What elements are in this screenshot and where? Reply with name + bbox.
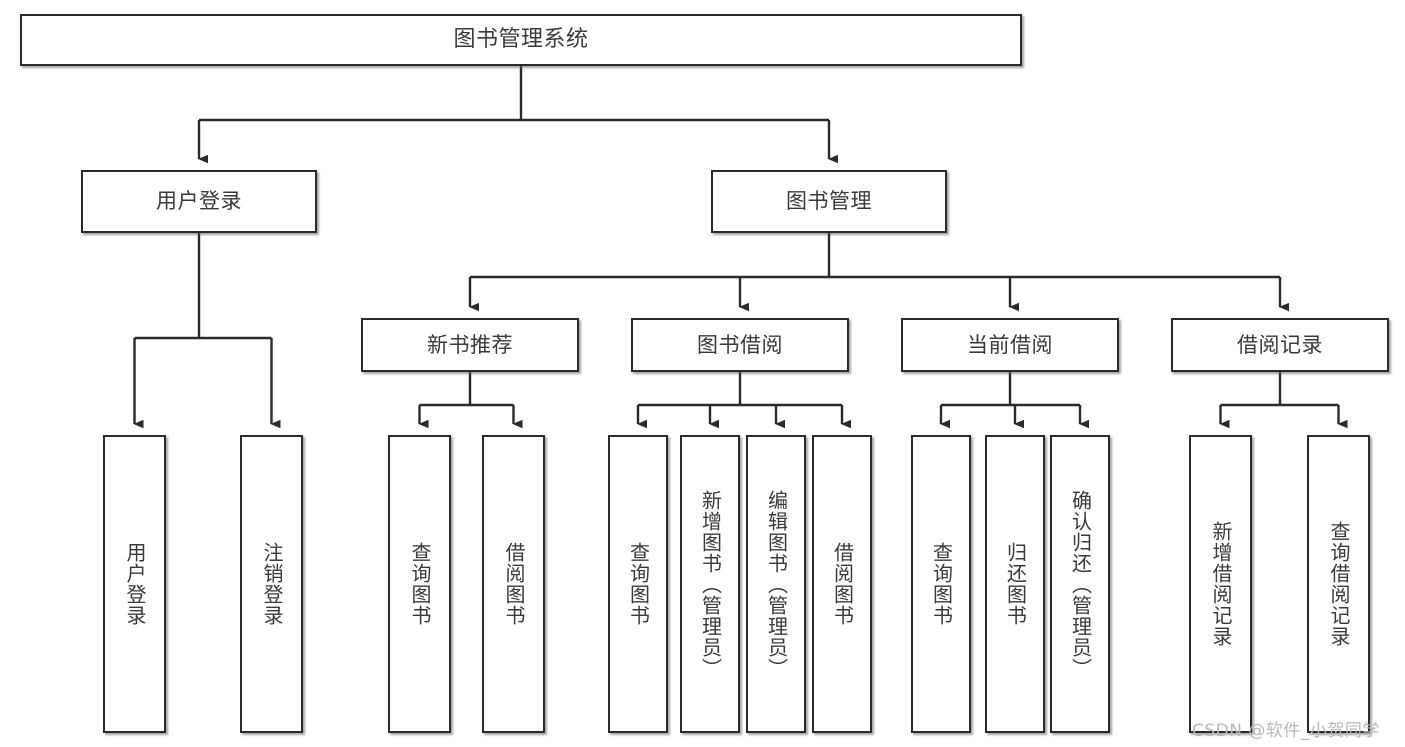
- node-label: 用户登录: [123, 542, 147, 626]
- node-label: 新增借阅记录: [1209, 521, 1233, 647]
- node-leaf-query-book-3[interactable]: 查询图书: [911, 435, 971, 733]
- node-current-borrow[interactable]: 当前借阅: [901, 318, 1119, 372]
- node-label: 借阅图书: [502, 542, 526, 626]
- node-leaf-return-book[interactable]: 归还图书: [985, 435, 1045, 733]
- node-new-book-rec[interactable]: 新书推荐: [361, 318, 579, 372]
- node-book-manage[interactable]: 图书管理: [711, 170, 947, 233]
- node-book-borrow[interactable]: 图书借阅: [631, 318, 849, 372]
- node-label: 借阅图书: [830, 542, 855, 626]
- node-label: 查询图书: [929, 542, 954, 626]
- node-label: 图书管理系统: [453, 27, 589, 53]
- node-label: 新增图书（管理员）: [698, 489, 723, 679]
- node-label: 查询图书: [408, 542, 432, 626]
- node-leaf-user-login[interactable]: 用户登录: [103, 435, 166, 733]
- node-leaf-query-book-1[interactable]: 查询图书: [388, 435, 451, 733]
- node-leaf-confirm-return[interactable]: 确认归还（管理员）: [1050, 435, 1110, 733]
- node-label: 借阅记录: [1237, 332, 1323, 357]
- node-user-login[interactable]: 用户登录: [81, 170, 317, 233]
- node-label: 确认归还（管理员）: [1068, 489, 1093, 679]
- node-leaf-edit-book[interactable]: 编辑图书（管理员）: [746, 435, 806, 733]
- node-label: 图书管理: [786, 189, 872, 214]
- node-label: 当前借阅: [967, 332, 1053, 357]
- node-label: 用户登录: [156, 189, 242, 214]
- watermark-label: CSDN @软件_小贺同学: [1192, 721, 1380, 741]
- node-leaf-borrow-book-2[interactable]: 借阅图书: [812, 435, 872, 733]
- node-label: 查询图书: [626, 542, 651, 626]
- node-leaf-query-book-2[interactable]: 查询图书: [608, 435, 668, 733]
- node-leaf-logout[interactable]: 注销登录: [240, 435, 303, 733]
- node-label: 归还图书: [1003, 542, 1028, 626]
- node-label: 新书推荐: [427, 332, 513, 357]
- node-label: 查询借阅记录: [1327, 521, 1351, 647]
- node-label: 图书借阅: [697, 332, 783, 357]
- node-leaf-add-record[interactable]: 新增借阅记录: [1189, 435, 1252, 733]
- node-borrow-record[interactable]: 借阅记录: [1171, 318, 1389, 372]
- node-label: 注销登录: [260, 542, 284, 626]
- node-leaf-query-record[interactable]: 查询借阅记录: [1307, 435, 1370, 733]
- node-root[interactable]: 图书管理系统: [20, 14, 1022, 66]
- node-label: 编辑图书（管理员）: [764, 489, 789, 679]
- node-leaf-borrow-book-1[interactable]: 借阅图书: [482, 435, 545, 733]
- node-leaf-add-book[interactable]: 新增图书（管理员）: [680, 435, 740, 733]
